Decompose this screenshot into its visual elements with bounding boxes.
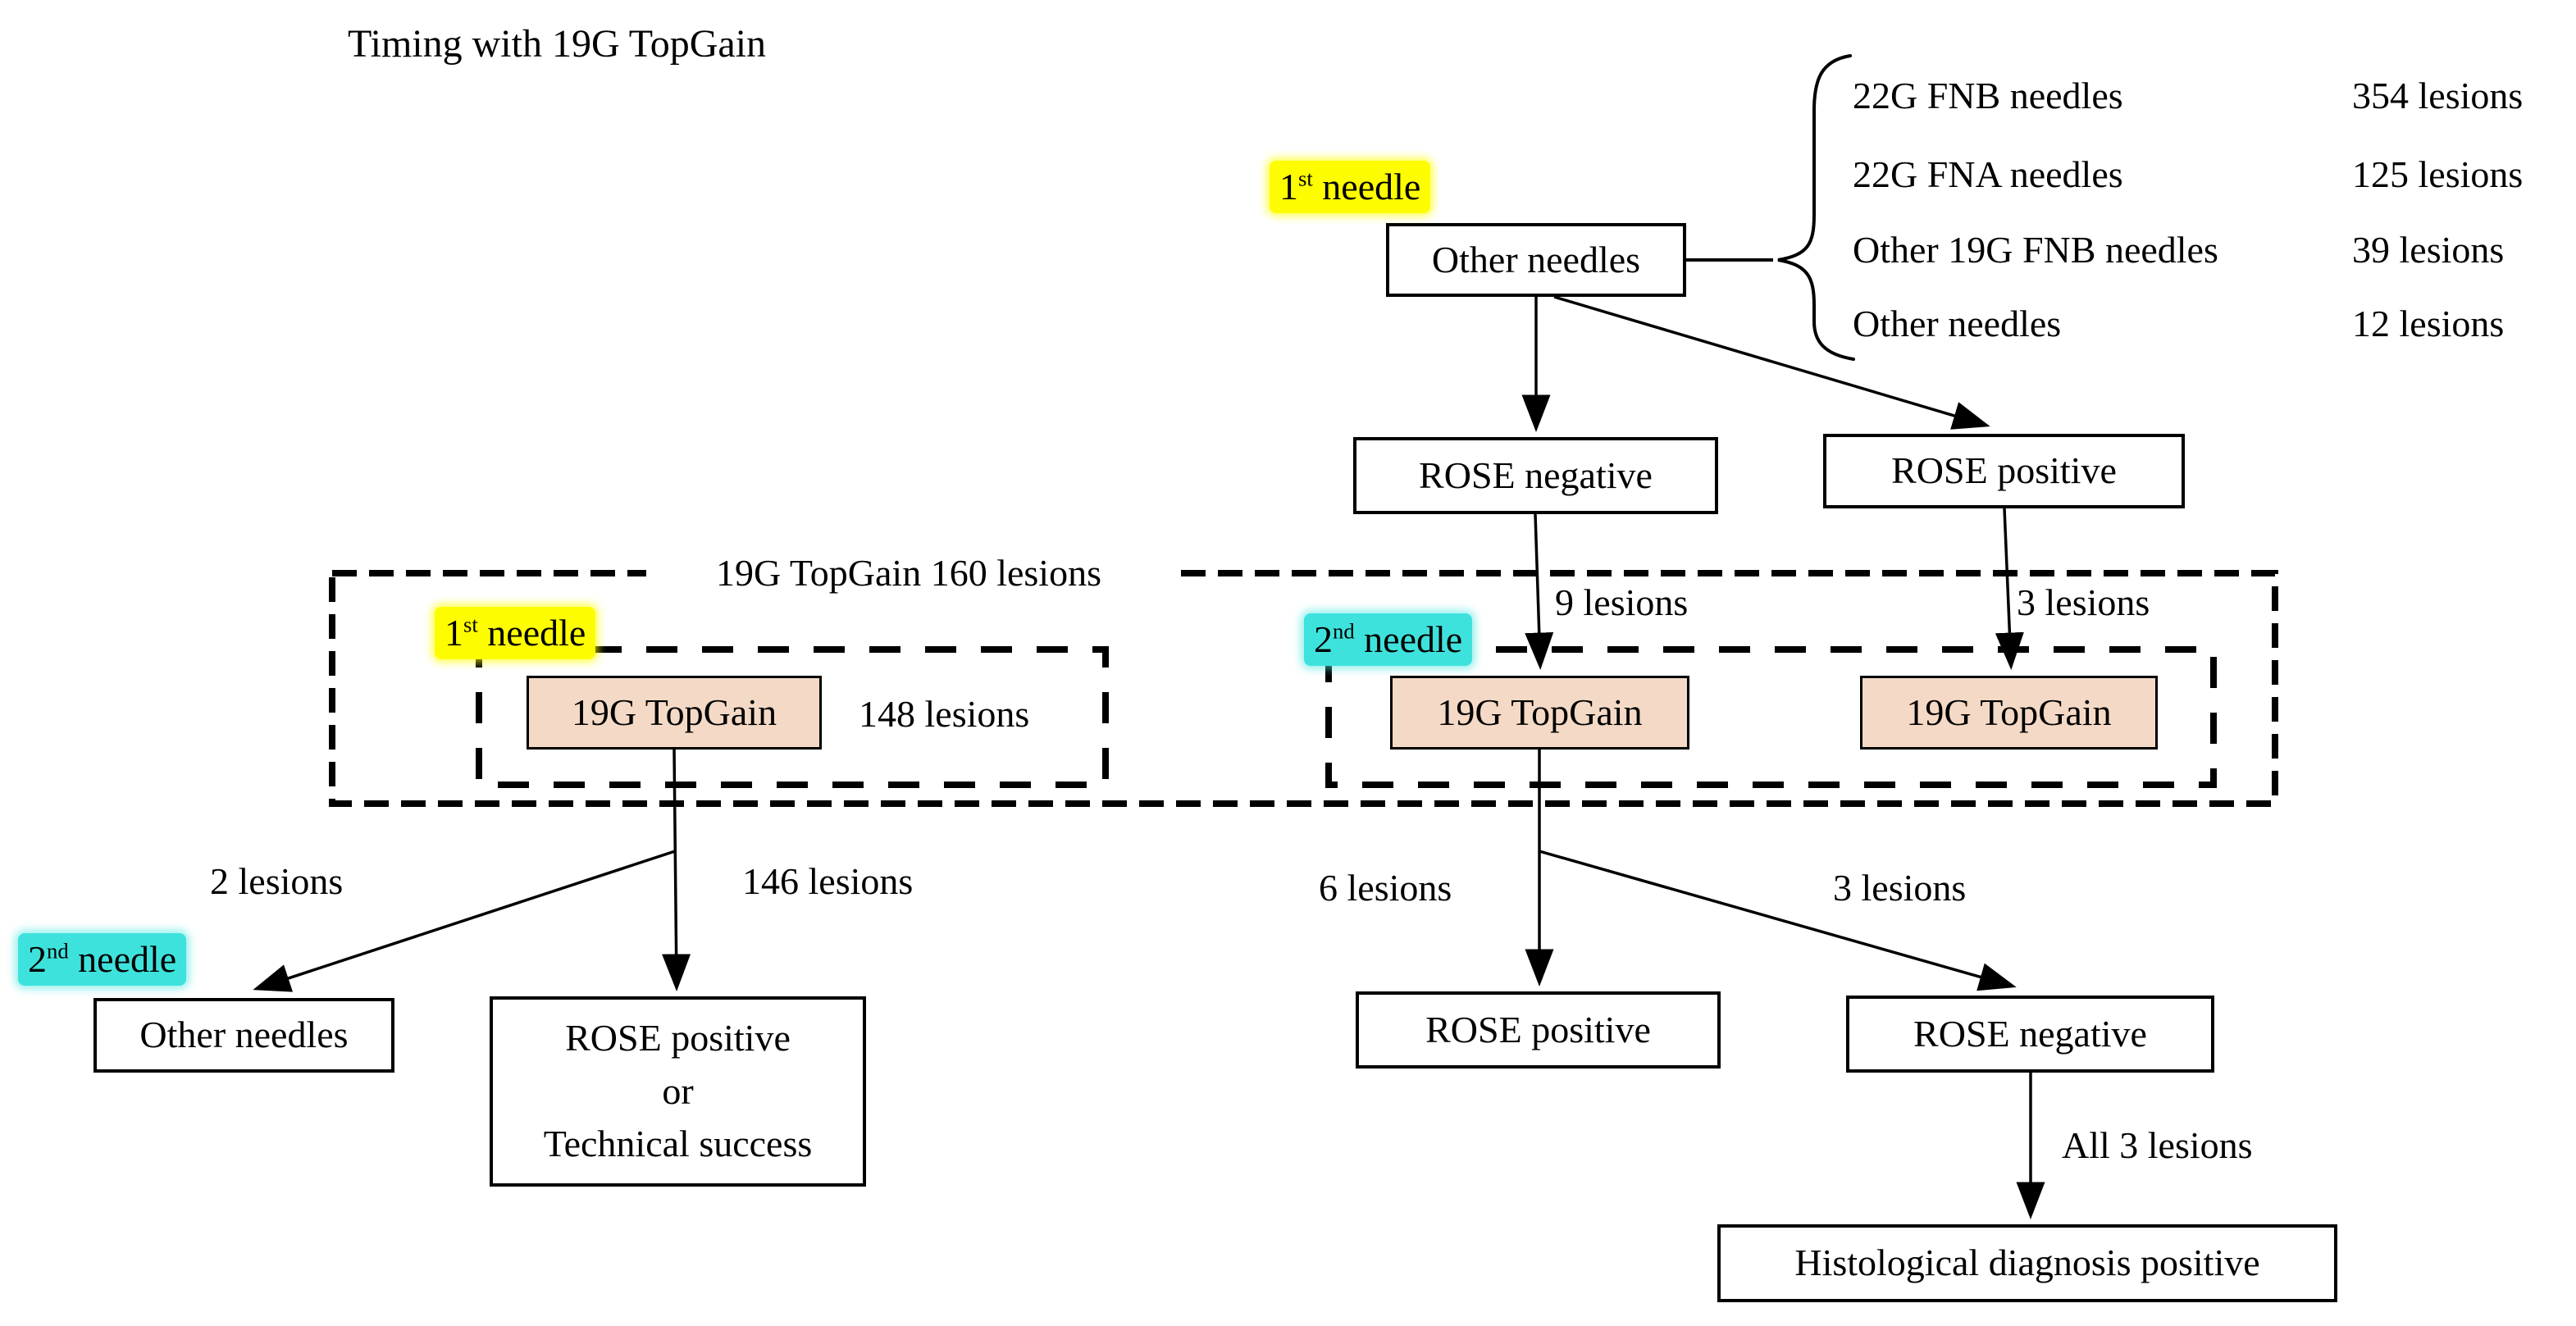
needle-list-brace	[1777, 54, 1855, 361]
legend-name-3: Other needles	[1853, 303, 2062, 344]
legend-name-0: 22G FNB needles	[1853, 75, 2123, 116]
edge-rosepos-topgainright	[1995, 508, 2024, 670]
node-histological-diagnosis-positive: Histological diagnosis positive	[1717, 1224, 2337, 1302]
node-rose-negative-bottom: ROSE negative	[1846, 996, 2214, 1073]
edge-label-2-lesions: 2 lesions	[210, 860, 344, 902]
rose-tech-line1: ROSE positive	[565, 1017, 791, 1059]
node-rose-positive-top: ROSE positive	[1823, 434, 2185, 508]
legend-count-0: 354 lesions	[2352, 75, 2524, 116]
group-label-19g-topgain: 19G TopGain 160 lesions	[646, 549, 1171, 597]
first-needle-num: 1	[445, 612, 463, 654]
diagram-title: Timing with 19G TopGain	[348, 22, 767, 66]
edge-otherneedles-rosepos	[1553, 295, 1990, 430]
second-needle-num: 2	[28, 938, 47, 980]
second-needle-highlight-group: 2nd needle	[1304, 613, 1473, 666]
edge-topgainleft-rosetech	[662, 749, 691, 991]
rose-tech-line2: or	[662, 1069, 694, 1112]
node-topgain-second-mid: 19G TopGain	[1390, 676, 1689, 750]
second-needle-rest: needle	[1354, 618, 1463, 660]
group-outline-first-needle	[476, 646, 1109, 788]
first-needle-sup: st	[463, 612, 478, 637]
first-needle-highlight-group: 1st needle	[435, 607, 596, 659]
legend-name-1: 22G FNA needles	[1853, 153, 2123, 195]
node-rose-negative-top: ROSE negative	[1353, 437, 1718, 514]
first-needle-highlight-top: 1st needle	[1270, 161, 1431, 213]
node-other-needles-bottom: Other needles	[93, 998, 394, 1073]
label-148-lesions: 148 lesions	[859, 693, 1030, 735]
edge-label-3-lesions-bottom: 3 lesions	[1833, 867, 1967, 909]
second-needle-num: 2	[1314, 618, 1333, 660]
edge-label-9-lesions: 9 lesions	[1555, 581, 1689, 623]
edge-label-3-lesions-top: 3 lesions	[2017, 581, 2150, 623]
legend-count-1: 125 lesions	[2352, 153, 2524, 195]
edge-label-all-3-lesions: All 3 lesions	[2062, 1124, 2253, 1166]
first-needle-rest: needle	[477, 612, 586, 654]
node-other-needles-top: Other needles	[1386, 223, 1686, 297]
legend-count-3: 12 lesions	[2352, 303, 2505, 344]
edge-label-6-lesions: 6 lesions	[1319, 867, 1452, 909]
second-needle-highlight-bottom: 2nd needle	[18, 933, 187, 986]
node-rose-positive-or-technical-success: ROSE positive or Technical success	[490, 996, 866, 1187]
group-outline-second-needle	[1325, 646, 2217, 788]
node-rose-positive-bottom: ROSE positive	[1356, 991, 1721, 1069]
edge-label-146-lesions: 146 lesions	[742, 860, 914, 902]
rose-tech-line3: Technical success	[543, 1123, 813, 1165]
legend-count-2: 39 lesions	[2352, 229, 2505, 271]
edge-topgainleft-otherneedles	[253, 850, 676, 992]
node-topgain-second-right: 19G TopGain	[1860, 676, 2158, 750]
second-needle-rest: needle	[68, 938, 177, 980]
first-needle-rest: needle	[1312, 166, 1421, 207]
first-needle-num: 1	[1279, 166, 1298, 207]
node-topgain-first: 19G TopGain	[527, 676, 822, 750]
group-outline-19g-topgain	[329, 570, 2278, 807]
first-needle-sup: st	[1298, 166, 1313, 191]
legend-name-2: Other 19G FNB needles	[1853, 229, 2218, 271]
edge-topgainmid-roseneg	[1539, 850, 2017, 991]
second-needle-sup: nd	[47, 938, 69, 964]
second-needle-sup: nd	[1333, 618, 1355, 644]
edge-roseneg-topgainmid	[1525, 513, 1554, 670]
